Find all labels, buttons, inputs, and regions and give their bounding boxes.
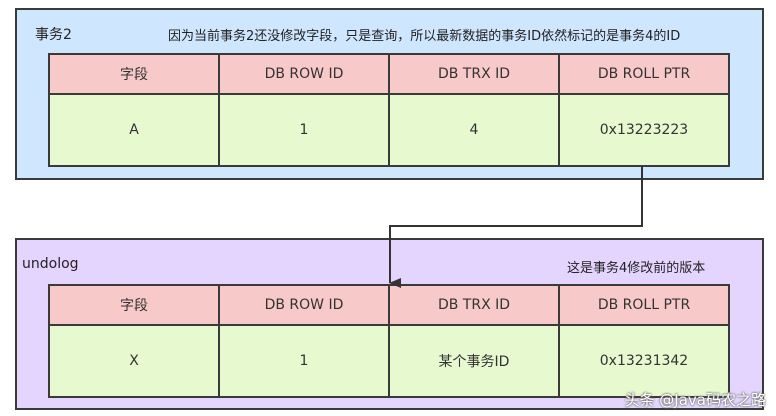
current-record-table: 字段 DB ROW ID DB TRX ID DB ROLL PTR A 1 4…: [48, 53, 730, 167]
header-cell-trx-id: DB TRX ID: [388, 284, 560, 326]
data-row: A 1 4 0x13223223: [48, 93, 730, 167]
undolog-record-table: 字段 DB ROW ID DB TRX ID DB ROLL PTR X 1 某…: [48, 284, 730, 398]
cell-field: X: [48, 324, 220, 398]
cell-trx-id: 4: [388, 93, 560, 167]
header-cell-row-id: DB ROW ID: [218, 284, 390, 326]
cell-roll-ptr: 0x13223223: [558, 93, 730, 167]
panel-title: undolog: [22, 256, 79, 272]
header-cell-roll-ptr: DB ROLL PTR: [558, 284, 730, 326]
cell-field: A: [48, 93, 220, 167]
data-row: X 1 某个事务ID 0x13231342: [48, 324, 730, 398]
watermark: 头条 @Java码农之路: [624, 391, 766, 409]
header-row: 字段 DB ROW ID DB TRX ID DB ROLL PTR: [48, 53, 730, 95]
cell-roll-ptr: 0x13231342: [558, 324, 730, 398]
header-cell-trx-id: DB TRX ID: [388, 53, 560, 95]
cell-trx-id: 某个事务ID: [388, 324, 560, 398]
header-cell-field: 字段: [48, 53, 220, 95]
header-cell-field: 字段: [48, 284, 220, 326]
arrow-connector: [389, 166, 643, 288]
cell-row-id: 1: [218, 324, 390, 398]
panel-note: 因为当前事务2还没修改字段，只是查询，所以最新数据的事务ID依然标记的是事务4的…: [168, 29, 681, 44]
panel-note: 这是事务4修改前的版本: [567, 261, 706, 276]
header-cell-roll-ptr: DB ROLL PTR: [558, 53, 730, 95]
cell-row-id: 1: [218, 93, 390, 167]
panel-title: 事务2: [35, 27, 72, 43]
header-cell-row-id: DB ROW ID: [218, 53, 390, 95]
header-row: 字段 DB ROW ID DB TRX ID DB ROLL PTR: [48, 284, 730, 326]
